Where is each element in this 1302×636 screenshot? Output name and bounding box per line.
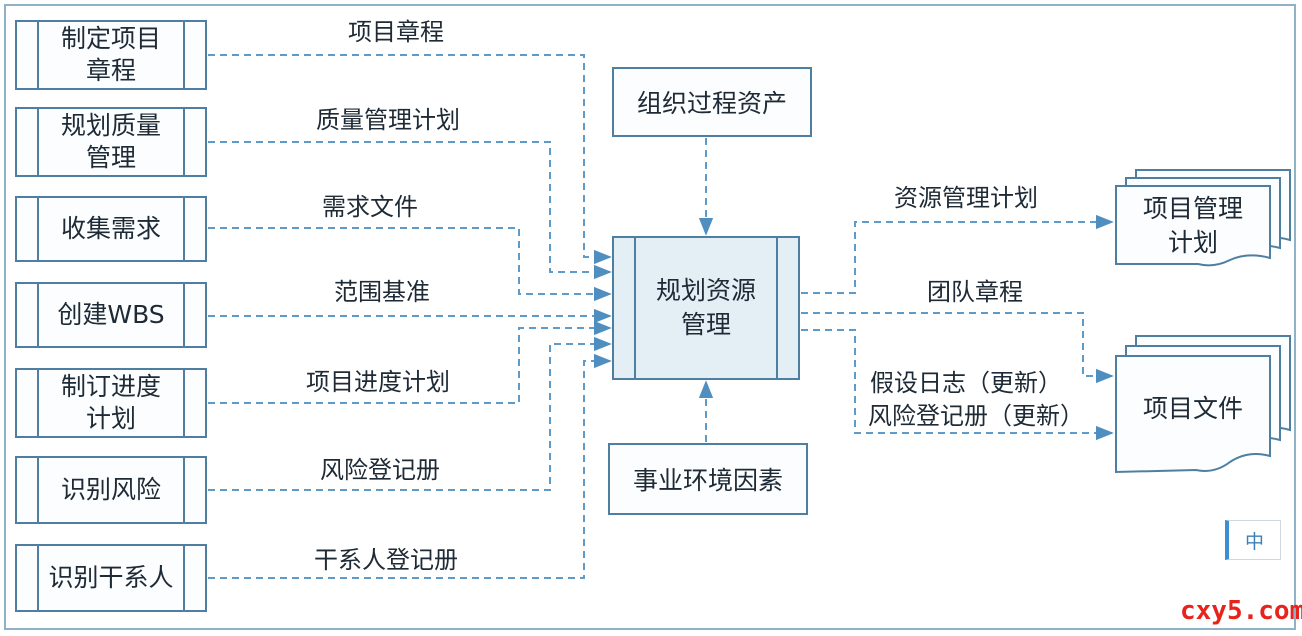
project-docs-label: 项目文件 (1142, 394, 1243, 423)
process-develop-schedule-label: 制订进度 计划 (60, 372, 161, 433)
label-schedule: 项目进度计划 (306, 368, 450, 396)
process-identify-stakeholders: 识别干系人 (15, 544, 207, 612)
center-process-label: 规划资源 管理 (655, 276, 756, 339)
connector-charter (208, 54, 612, 265)
process-plan-quality: 规划质量 管理 (15, 107, 207, 177)
center-process: 规划资源 管理 (612, 236, 800, 380)
label-scope-baseline: 范围基准 (334, 278, 430, 306)
process-identify-risks: 识别风险 (15, 456, 207, 524)
connector-schedule (208, 320, 612, 404)
project-plan-document (1115, 169, 1291, 267)
site-watermark: cxy5.com (1180, 596, 1302, 626)
eef-box: 事业环境因素 (608, 443, 808, 515)
project-plan-label: 项目管理 计划 (1142, 194, 1243, 257)
process-plan-quality-label: 规划质量 管理 (60, 111, 161, 172)
label-quality-plan: 质量管理计划 (316, 106, 460, 134)
label-stakeholder-register: 干系人登记册 (314, 546, 458, 574)
process-create-wbs: 创建WBS (15, 282, 207, 348)
language-toggle-button[interactable]: 中 (1225, 520, 1281, 560)
process-create-wbs-label: 创建WBS (57, 300, 165, 329)
process-develop-charter: 制定项目 章程 (15, 20, 207, 90)
connector-requirements (208, 227, 612, 302)
project-docs-document (1115, 335, 1291, 474)
eef-box-label: 事业环境因素 (632, 466, 783, 495)
process-collect-requirements-label: 收集需求 (60, 214, 161, 243)
connector-quality-plan (208, 141, 612, 280)
opa-box: 组织过程资产 (612, 67, 812, 137)
connector-stakeholder-register (208, 353, 612, 579)
process-collect-requirements: 收集需求 (15, 196, 207, 262)
label-project-charter: 项目章程 (348, 18, 444, 46)
diagram-frame (4, 4, 1296, 630)
label-risk-register: 风险登记册 (320, 456, 440, 484)
label-team-charter: 团队章程 (927, 278, 1023, 306)
connector-team-charter (801, 312, 1114, 384)
language-toggle-label: 中 (1244, 530, 1264, 553)
label-requirements: 需求文件 (322, 193, 418, 221)
label-resource-plan: 资源管理计划 (894, 184, 1038, 212)
opa-box-label: 组织过程资产 (636, 89, 787, 118)
process-develop-schedule: 制订进度 计划 (15, 368, 207, 438)
label-assumption-log: 假设日志（更新） (870, 369, 1062, 397)
connector-log-updates (801, 329, 1114, 441)
label-risk-register-update: 风险登记册（更新） (868, 402, 1084, 430)
process-develop-charter-label: 制定项目 章程 (60, 24, 161, 85)
process-identify-risks-label: 识别风险 (60, 475, 161, 504)
process-identify-stakeholders-label: 识别干系人 (48, 563, 174, 592)
connector-resource-plan (801, 214, 1114, 294)
connector-risk-register (208, 336, 612, 491)
